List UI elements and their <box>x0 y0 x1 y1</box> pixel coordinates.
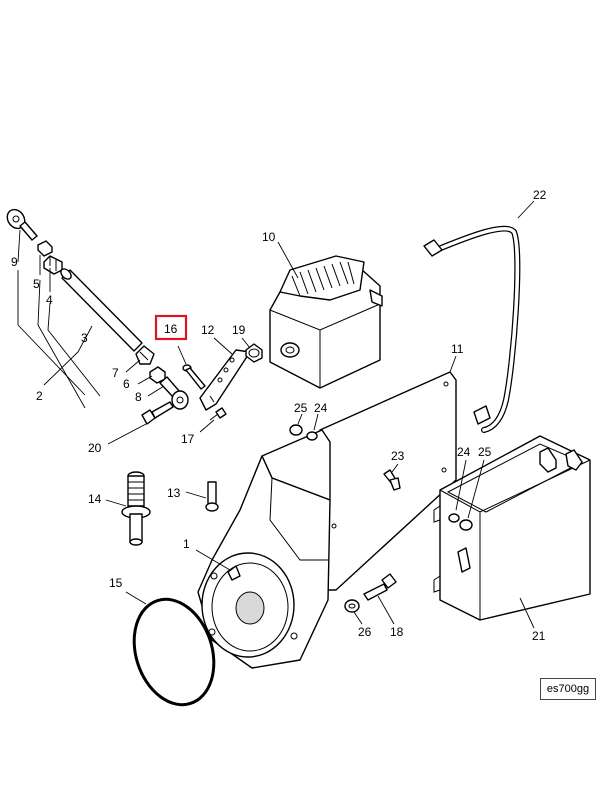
part-25-grommet-box[interactable] <box>459 519 473 531</box>
callout-7: 7 <box>112 366 119 380</box>
callout-24a: 24 <box>314 401 328 415</box>
callout-20: 20 <box>88 441 102 455</box>
part-11-mounting-plate[interactable] <box>319 371 457 591</box>
part-15-o-ring[interactable] <box>121 589 227 715</box>
part-23-stud[interactable] <box>383 469 401 491</box>
callout-15: 15 <box>109 576 123 590</box>
part-7-end-fitting[interactable] <box>135 345 155 365</box>
callout-labels: 9 5 4 3 2 7 6 8 20 16 12 19 17 10 11 25 … <box>11 188 547 643</box>
part-1-housing[interactable] <box>197 429 331 669</box>
callout-23: 23 <box>391 449 405 463</box>
part-26-washer[interactable] <box>344 599 360 613</box>
callout-17: 17 <box>181 432 195 446</box>
part-4-fitting[interactable] <box>43 255 63 275</box>
part-10-relay-heatsink[interactable] <box>269 255 383 389</box>
callout-6: 6 <box>123 377 130 391</box>
callout-25a: 25 <box>294 401 308 415</box>
part-14-stud-fitting[interactable] <box>121 471 151 546</box>
part-19-cap[interactable] <box>245 343 263 363</box>
part-3-cylinder-tube[interactable] <box>59 267 143 352</box>
callout-19: 19 <box>232 323 246 337</box>
callout-3: 3 <box>81 331 88 345</box>
part-25-grommet[interactable] <box>289 424 303 436</box>
diagram-reference-label: es700gg <box>540 678 596 700</box>
part-17-screw[interactable] <box>209 407 227 421</box>
callout-24b: 24 <box>457 445 471 459</box>
callout-2: 2 <box>36 389 43 403</box>
part-22-cable[interactable] <box>423 225 521 433</box>
part-24-nut[interactable] <box>306 431 318 441</box>
callout-9: 9 <box>11 255 18 269</box>
callout-14: 14 <box>88 492 102 506</box>
callout-16: 16 <box>164 322 178 336</box>
callout-4: 4 <box>46 293 53 307</box>
part-5-nut[interactable] <box>37 240 53 257</box>
callout-26: 26 <box>358 625 372 639</box>
callout-10: 10 <box>262 230 276 244</box>
part-8-clevis-eye[interactable] <box>159 376 189 410</box>
leader-lines <box>17 200 535 629</box>
callout-25b: 25 <box>478 445 492 459</box>
part-18-bolt[interactable] <box>363 573 397 601</box>
part-20-bolt[interactable] <box>141 401 174 425</box>
callout-1: 1 <box>183 537 190 551</box>
part-21-control-box[interactable] <box>433 435 591 621</box>
part-12-bracket[interactable] <box>199 349 251 411</box>
highlight-box-16 <box>154 314 188 341</box>
callout-21: 21 <box>532 629 546 643</box>
part-16-pin[interactable] <box>182 364 206 390</box>
part-9-rod-end[interactable] <box>4 206 38 241</box>
callout-18: 18 <box>390 625 404 639</box>
callout-5: 5 <box>33 277 40 291</box>
callout-22: 22 <box>533 188 547 202</box>
callout-8: 8 <box>135 390 142 404</box>
callout-11: 11 <box>451 342 464 356</box>
part-13-bolt[interactable] <box>205 481 219 512</box>
callout-13: 13 <box>167 486 181 500</box>
callout-12: 12 <box>201 323 215 337</box>
part-24-nut-box[interactable] <box>448 513 460 523</box>
